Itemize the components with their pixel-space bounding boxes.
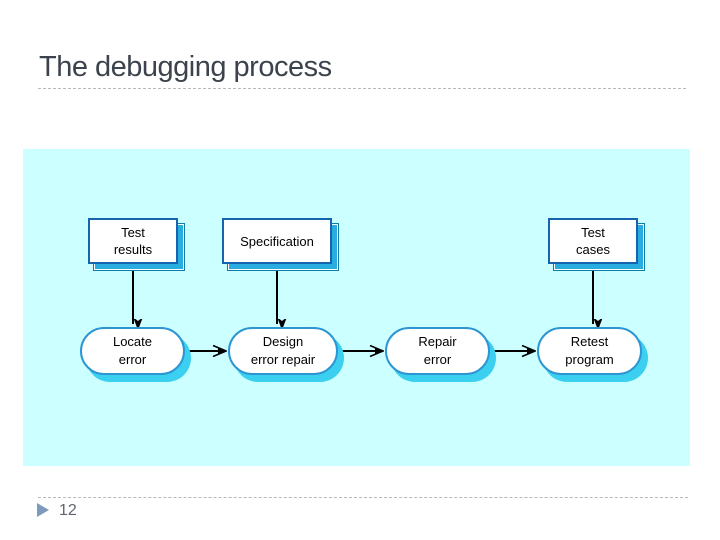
box-specification: Specification	[222, 218, 339, 271]
title-divider	[38, 88, 686, 89]
box-test-cases-label: Test cases	[548, 218, 638, 264]
page-number: 12	[59, 502, 77, 519]
box-test-cases: Test cases	[548, 218, 645, 271]
step-repair-error-label: Repair error	[385, 327, 490, 375]
footer-divider	[38, 497, 688, 498]
step-locate-error-label: Locate error	[80, 327, 185, 375]
step-retest-program-label: Retest program	[537, 327, 642, 375]
step-repair-error: Repair error	[385, 327, 496, 382]
debugging-process-diagram: Test results Specification Test cases Lo…	[23, 149, 690, 466]
diagram-arrows	[132, 265, 690, 466]
box-test-results: Test results	[88, 218, 185, 271]
step-retest-program: Retest program	[537, 327, 648, 382]
page-title: The debugging process	[39, 51, 332, 83]
slide-bullet-icon	[37, 503, 49, 517]
box-test-results-label: Test results	[88, 218, 178, 264]
step-design-error-repair: Design error repair	[228, 327, 344, 382]
box-specification-label: Specification	[222, 218, 332, 264]
step-locate-error: Locate error	[80, 327, 191, 382]
step-design-error-repair-label: Design error repair	[228, 327, 338, 375]
